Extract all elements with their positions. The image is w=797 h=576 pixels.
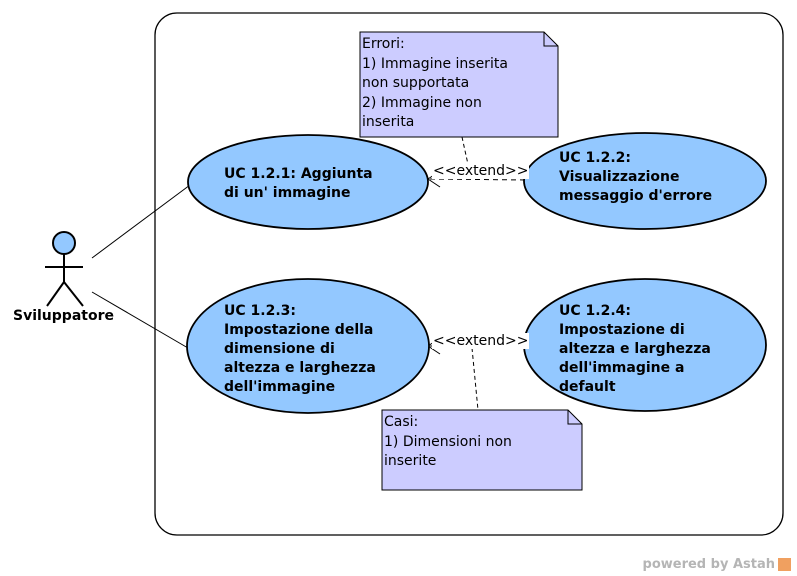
note-errori[interactable] [359, 31, 559, 138]
actor-figure[interactable] [45, 231, 84, 307]
actor-label: Sviluppatore [13, 308, 114, 324]
astah-logo-icon [778, 558, 791, 571]
extend-label-1: <<extend>> [432, 163, 530, 179]
use-case-uc121[interactable] [187, 134, 429, 230]
note-casi[interactable] [381, 409, 583, 491]
use-case-uc123[interactable] [186, 278, 430, 414]
watermark-text: powered by Astah [642, 557, 775, 572]
use-case-uc124[interactable] [523, 278, 767, 412]
actor-head [52, 231, 76, 255]
association-line-uc123 [91, 291, 189, 349]
note-anchor-casi [471, 347, 479, 411]
use-case-uc122[interactable] [523, 132, 767, 230]
association-line-uc121 [91, 184, 191, 259]
astah-watermark: powered by Astah [643, 557, 791, 572]
extend-label-2: <<extend>> [432, 333, 530, 349]
